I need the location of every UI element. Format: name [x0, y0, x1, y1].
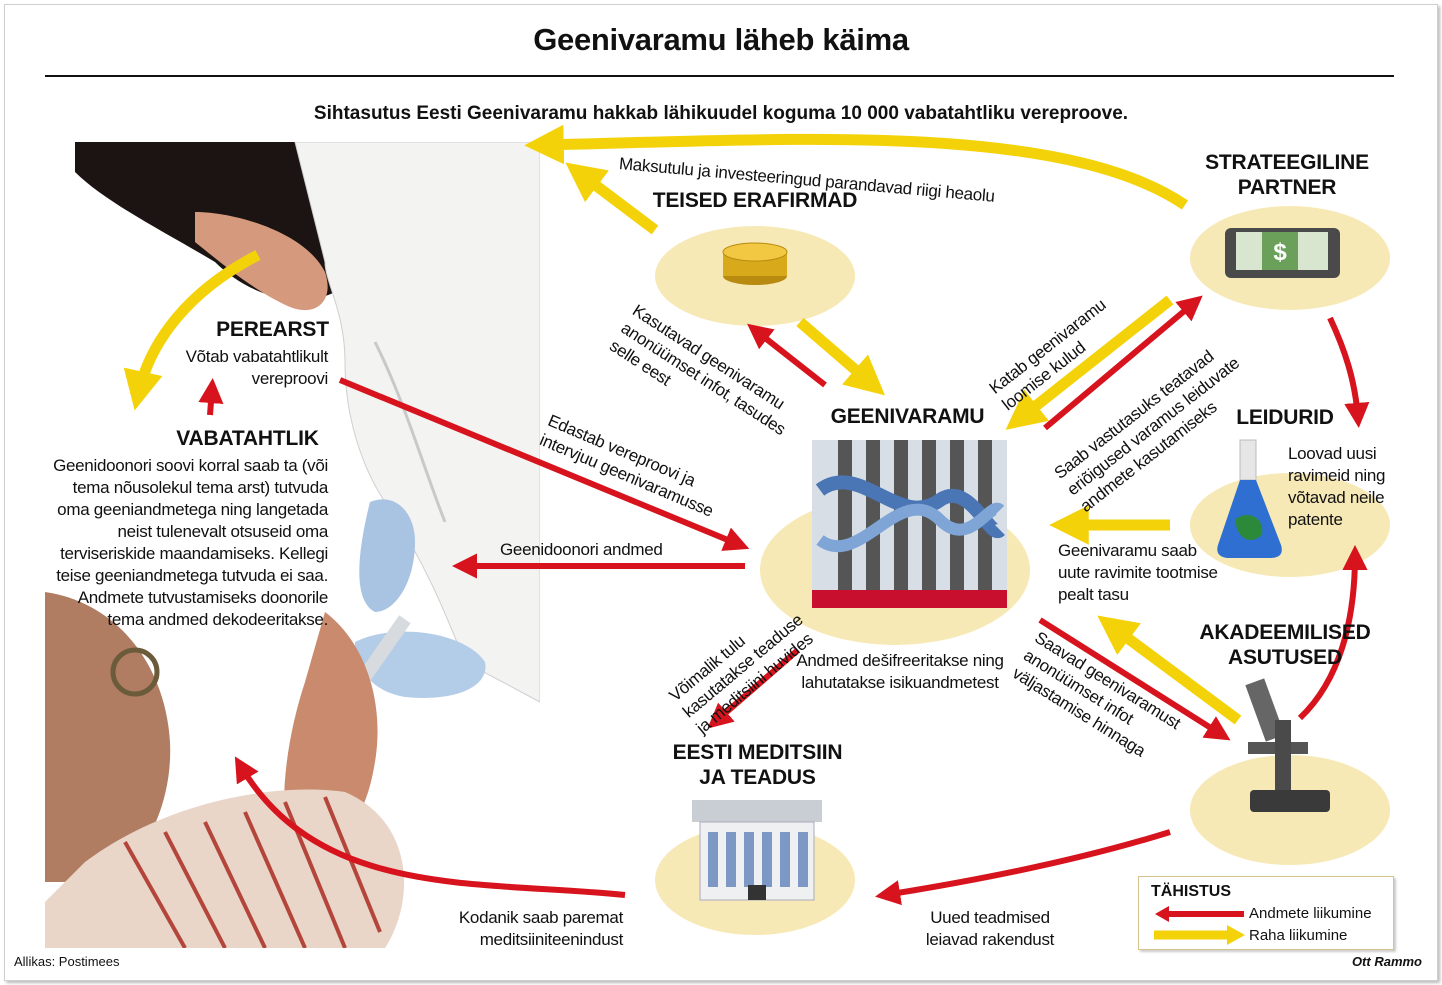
uued-text: Uued teadmised leiavad rakendust: [925, 908, 1055, 949]
kodanik-text: Kodanik saab paremat meditsiiniteenindus…: [458, 908, 623, 949]
legend: TÄHISTUS Andmete liikumine Raha liikumin…: [1138, 876, 1394, 950]
microscope-icon: [1245, 678, 1330, 812]
node-akadeemilised: AKADEEMILISED ASUTUSED: [1199, 621, 1371, 669]
doctor-photo: [45, 142, 540, 948]
data-arrow-meditsiin-vabatahtlik: [234, 756, 626, 898]
node-vabatahtlik: VABATAHTLIK: [176, 427, 319, 450]
data-arrow-geenivaramu-akadeemilised: [1038, 617, 1231, 741]
title-rule: [45, 75, 1394, 77]
node-geenivaramu: GEENIVARAMU: [830, 405, 985, 428]
money-arrow-to-vabatahtlik: [123, 250, 261, 411]
svg-text:$: $: [1273, 239, 1287, 266]
data-arrow-geenivaramu-partner: [1043, 295, 1203, 431]
node-leidurid: LEIDURID: [1236, 406, 1334, 429]
coins-icon: [722, 242, 788, 285]
dna-tubes-icon: [812, 440, 1007, 608]
source-credit: Allikas: Postimees: [14, 954, 120, 969]
node-partner: STRATEEGILINE PARTNER: [1205, 151, 1369, 199]
data-arrow-partner-leidurid: [1327, 316, 1370, 429]
page-subtitle: Sihtasutus Eesti Geenivaramu hakkab lähi…: [313, 103, 1129, 124]
data-arrow-geenivaramu-meditsiin: [707, 647, 800, 729]
page-title: Geenivaramu läheb käima: [533, 22, 909, 57]
data-arrow-geenivaramu-erafirmad: [747, 323, 827, 388]
node-erafirmad: TEISED ERAFIRMAD: [652, 189, 858, 212]
money-arrow-partner-geenivaramu: [1005, 295, 1174, 430]
andmed-text: Andmed dešifreeritakse ning lahutatakse …: [796, 651, 1004, 692]
leidurid-text: Loovad uusi ravimeid ning võtavad neile …: [1288, 444, 1386, 529]
legend-title: TÄHISTUS: [1151, 883, 1231, 900]
data-arrow-vabatahtlik-perearst: [198, 377, 224, 416]
node-meditsiin: EESTI MEDITSIIN JA TEADUS: [672, 741, 843, 789]
data-arrow-akadeemilised-leidurid: [1297, 544, 1368, 721]
figure-frame: [4, 4, 1438, 981]
node-perearst: PEREARST: [216, 318, 329, 341]
legend-money: Raha liikumine: [1249, 927, 1348, 944]
money-arrow-erafirmad-geenivaramu: [796, 317, 885, 396]
legend-data: Andmete liikumine: [1249, 905, 1372, 922]
geenivaramu-tasu-text: Geenivaramu saab uute ravimite tootmise …: [1058, 541, 1218, 604]
geenidoonori-text: Geenidoonori andmed: [500, 540, 663, 559]
money-arrow-to-top-left: [565, 162, 659, 235]
money-arrow-partner-top: [524, 124, 1189, 210]
perearst-text: Võtab vabatahtlikult vereproovi: [185, 347, 329, 388]
data-arrow-perearst-geenivaramu: [338, 377, 750, 551]
legend-arrows: [1154, 906, 1245, 945]
data-arrow-akadeemilised-meditsiin: [875, 829, 1171, 906]
money-case-icon: $: [1225, 228, 1340, 278]
flask-icon: [1217, 439, 1282, 558]
vabatahtlik-text: Geenidoonori soovi korral saab ta (või t…: [53, 456, 328, 629]
money-arrow-akadeemilised-geenivaramu: [1097, 615, 1242, 725]
building-icon: [692, 800, 822, 901]
author-credit: Ott Rammo: [1351, 954, 1422, 969]
